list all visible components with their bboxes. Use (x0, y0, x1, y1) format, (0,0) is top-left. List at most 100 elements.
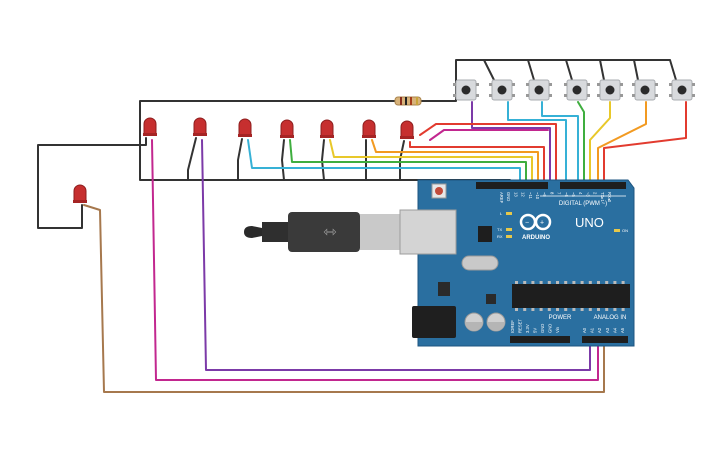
push-button-4[interactable] (564, 79, 590, 101)
push-button-5[interactable] (597, 79, 623, 101)
wire-black-button-bus[interactable] (455, 59, 495, 91)
led-5[interactable] (320, 119, 334, 138)
chip-pin-bottom-13 (621, 308, 625, 311)
digital-pin-label-11: 4 (578, 192, 583, 195)
wire-black-led1-leg[interactable] (139, 137, 147, 146)
wire-green-button4[interactable] (577, 101, 585, 187)
wire-black-led7-leg[interactable] (399, 140, 405, 181)
power-pin-label-1: RESET (518, 319, 523, 333)
led-1[interactable] (143, 117, 157, 136)
rx-label: RX (497, 234, 503, 239)
wire-black-led2-leg[interactable] (187, 137, 197, 181)
wire-purple-led2[interactable] (201, 139, 591, 371)
wire-red-top[interactable] (419, 123, 557, 187)
chip-pin-bottom-12 (613, 308, 617, 311)
on-label: ON (622, 228, 628, 233)
chip-pin-top-10 (597, 281, 600, 284)
wire-yellow-led5[interactable] (329, 139, 533, 187)
wire-black-resistor-right[interactable] (420, 89, 457, 102)
digital-pin-label-14: TX▸1 (600, 192, 605, 202)
power-pin-label-0: IOREF (510, 320, 515, 333)
chip-pin-top-9 (588, 281, 592, 284)
power-pin-label-5: GND (548, 324, 553, 333)
chip-pin-bottom-11 (605, 308, 609, 311)
chip-pin-top-12 (613, 281, 617, 284)
wire-green-led4[interactable] (289, 139, 527, 187)
digital-pin-label-15: RX◂0 (607, 192, 612, 203)
usb-strain-relief (262, 222, 288, 242)
usb-chip (478, 226, 492, 242)
wire-purple-top[interactable] (471, 101, 551, 187)
wire-cyan-button2[interactable] (507, 101, 567, 187)
wire-red-led7[interactable] (409, 141, 545, 187)
chip-pin-top-3 (539, 281, 543, 284)
wire-black-button-bus-6[interactable] (633, 59, 677, 81)
chip-pin-top-2 (531, 281, 535, 284)
power-pin-label-3: 5V (533, 328, 538, 333)
digital-pin-label-6: ~9 (542, 192, 547, 197)
wire-black-led3-leg[interactable] (237, 138, 243, 181)
analog-pin-label-5: A5 (620, 327, 625, 333)
logo-minus-icon: − (525, 220, 529, 227)
usb-symbol-icon: ⇿ (323, 224, 336, 241)
led-4[interactable] (280, 119, 294, 138)
wire-magenta-top[interactable] (429, 129, 549, 141)
led-2[interactable] (193, 117, 207, 136)
resistor-band-4 (416, 97, 418, 105)
wire-cyan-led3[interactable] (247, 139, 521, 187)
wire-yellow-button5[interactable] (589, 101, 611, 187)
atmega-chip (512, 284, 630, 308)
wire-black-led4-leg[interactable] (281, 139, 285, 181)
led-left[interactable] (73, 184, 87, 203)
digital-header-right (560, 182, 626, 189)
power-pin-label-2: 3.3V (525, 324, 530, 333)
wire-orange-button6[interactable] (597, 101, 647, 187)
led-3[interactable] (238, 118, 252, 137)
analog-pin-label-0: A0 (582, 327, 587, 333)
push-button-6[interactable] (632, 79, 658, 101)
digital-pwm-label: DIGITAL (PWM ~) (559, 201, 607, 207)
wire-magenta-led1[interactable] (151, 139, 599, 381)
power-jack (412, 306, 456, 338)
resistor-band-2 (405, 97, 407, 105)
wire-orange-led6[interactable] (371, 139, 539, 187)
l-led-icon (506, 212, 512, 215)
wire-brown-led-left[interactable] (83, 204, 605, 393)
analog-pin-label-3: A3 (605, 327, 610, 333)
led-6[interactable] (362, 119, 376, 138)
small-ic (486, 294, 496, 304)
push-button-2[interactable] (489, 79, 515, 101)
push-button-7[interactable] (669, 79, 695, 101)
digital-pin-label-10: ~5 (571, 192, 576, 197)
logo-plus-icon: + (540, 220, 544, 227)
push-buttons (453, 79, 695, 101)
resistor-band-1 (400, 97, 402, 105)
chip-pin-bottom-6 (564, 308, 568, 311)
chip-pin-top-5 (556, 281, 559, 284)
push-button-1[interactable] (453, 79, 479, 101)
chip-pin-bottom-0 (515, 308, 518, 311)
resistor[interactable] (394, 96, 422, 106)
push-button-3[interactable] (526, 79, 552, 101)
wire-black-button-bus-5[interactable] (599, 59, 639, 81)
wire-red-button7[interactable] (603, 101, 687, 187)
analog-header (582, 336, 628, 343)
arduino-logo: − + (519, 213, 552, 231)
digital-pin-label-2: 13 (513, 192, 518, 197)
led-7[interactable] (400, 120, 414, 139)
wire-black-button-bus-3[interactable] (527, 59, 573, 81)
reset-button-cap-icon (435, 187, 443, 195)
analog-pin-label-4: A4 (612, 327, 617, 333)
analog-pin-label-1: A1 (590, 327, 595, 333)
wire-black-resistor[interactable] (139, 100, 396, 139)
chip-pin-bottom-7 (572, 308, 576, 311)
digital-pin-label-1: GND (506, 192, 511, 201)
chip-pin-top-11 (605, 281, 609, 284)
wire-black-led-left[interactable] (37, 144, 141, 229)
wire-cyan-button3[interactable] (541, 101, 579, 187)
wire-black-led5-leg[interactable] (321, 139, 325, 181)
